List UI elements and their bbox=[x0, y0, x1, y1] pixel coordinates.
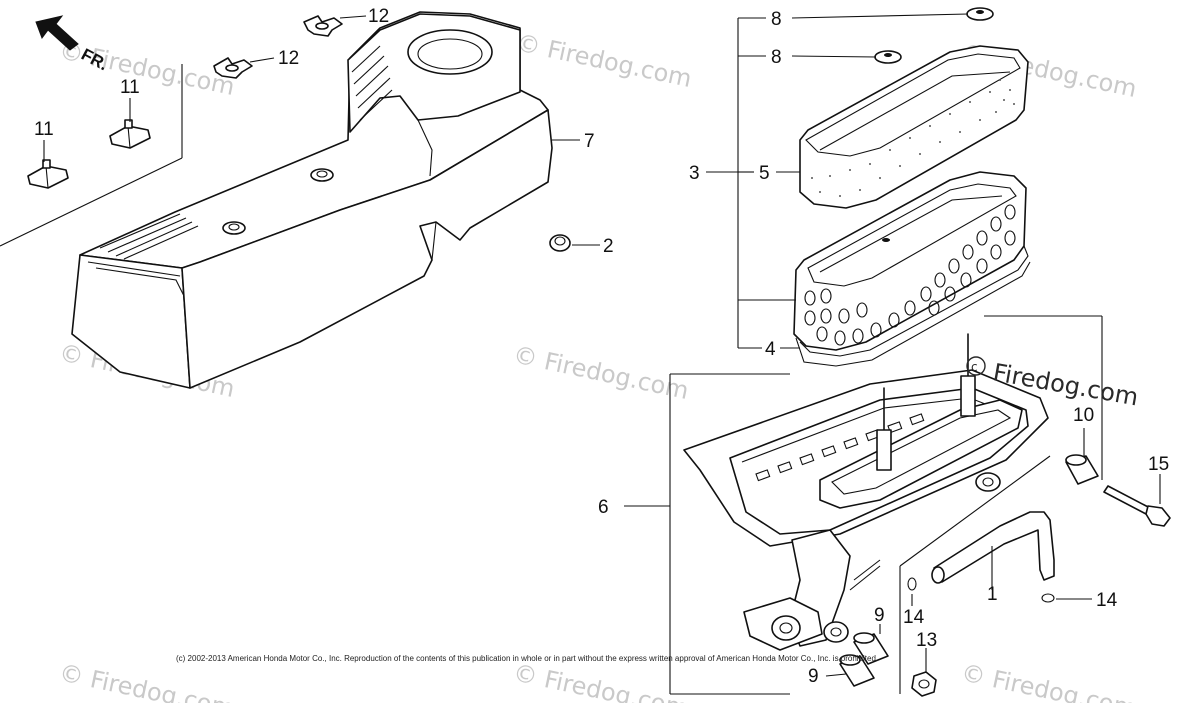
outer-foam-element-part bbox=[799, 45, 1029, 209]
callout-11a: 11 bbox=[120, 77, 140, 98]
leader-lines bbox=[43, 13, 1161, 695]
watermark: © Firedog.com bbox=[511, 658, 691, 703]
callout-13: 13 bbox=[916, 630, 937, 651]
gasket-part bbox=[795, 245, 1031, 367]
grommet-part-icon bbox=[966, 7, 994, 21]
grommet-part-icon bbox=[549, 234, 571, 252]
callout-4: 4 bbox=[765, 339, 776, 360]
clamp-part-icon bbox=[1041, 593, 1055, 603]
callout-9b: 9 bbox=[808, 666, 819, 687]
callout-6: 6 bbox=[598, 497, 609, 518]
callout-14b: 14 bbox=[1096, 590, 1118, 611]
callout-14a: 14 bbox=[903, 607, 925, 628]
callout-5: 5 bbox=[759, 163, 770, 184]
callout-3: 3 bbox=[689, 163, 700, 184]
bolt-part-icon bbox=[1103, 485, 1171, 527]
paper-filter-element-part bbox=[793, 171, 1027, 351]
callout-8b: 8 bbox=[771, 47, 782, 68]
callout-9a: 9 bbox=[874, 605, 885, 626]
watermark: © Firedog.com bbox=[57, 658, 237, 703]
watermark: © Firedog.com bbox=[514, 28, 694, 93]
callout-12b: 12 bbox=[278, 48, 299, 69]
air-cleaner-cover-part bbox=[71, 11, 553, 389]
air-cleaner-case-part bbox=[683, 333, 1049, 651]
svg-text:c: c bbox=[971, 360, 978, 374]
clamp-part-icon bbox=[907, 577, 917, 591]
wing-nut-part-icon bbox=[213, 57, 253, 79]
wing-nut-part-icon bbox=[303, 15, 343, 37]
collar-part-icon bbox=[853, 632, 889, 665]
watermark: © Firedog.com bbox=[959, 658, 1139, 703]
callout-1: 1 bbox=[987, 584, 998, 605]
callout-2: 2 bbox=[603, 236, 614, 257]
callout-12a: 12 bbox=[368, 6, 389, 27]
callout-8a: 8 bbox=[771, 9, 782, 30]
callout-10: 10 bbox=[1073, 405, 1094, 426]
collar-part-icon bbox=[1065, 454, 1099, 485]
copyright-notice: (c) 2002-2013 American Honda Motor Co., … bbox=[176, 654, 878, 663]
clip-part-icon bbox=[27, 159, 69, 189]
breather-tube-part bbox=[931, 511, 1055, 584]
callout-numbers: 1 2 3 4 5 6 7 8 8 9 9 10 11 11 12 12 13 … bbox=[34, 6, 1169, 687]
grommet-part-icon bbox=[874, 50, 902, 64]
clip-part-icon bbox=[109, 119, 151, 149]
callout-15: 15 bbox=[1148, 454, 1169, 475]
watermark: © Firedog.com bbox=[511, 340, 691, 405]
callout-7: 7 bbox=[584, 131, 595, 152]
nut-part-icon bbox=[911, 671, 937, 697]
collar-part-icon bbox=[839, 654, 875, 687]
watermark: © Firedog.com bbox=[57, 36, 237, 101]
callout-11b: 11 bbox=[34, 119, 54, 140]
